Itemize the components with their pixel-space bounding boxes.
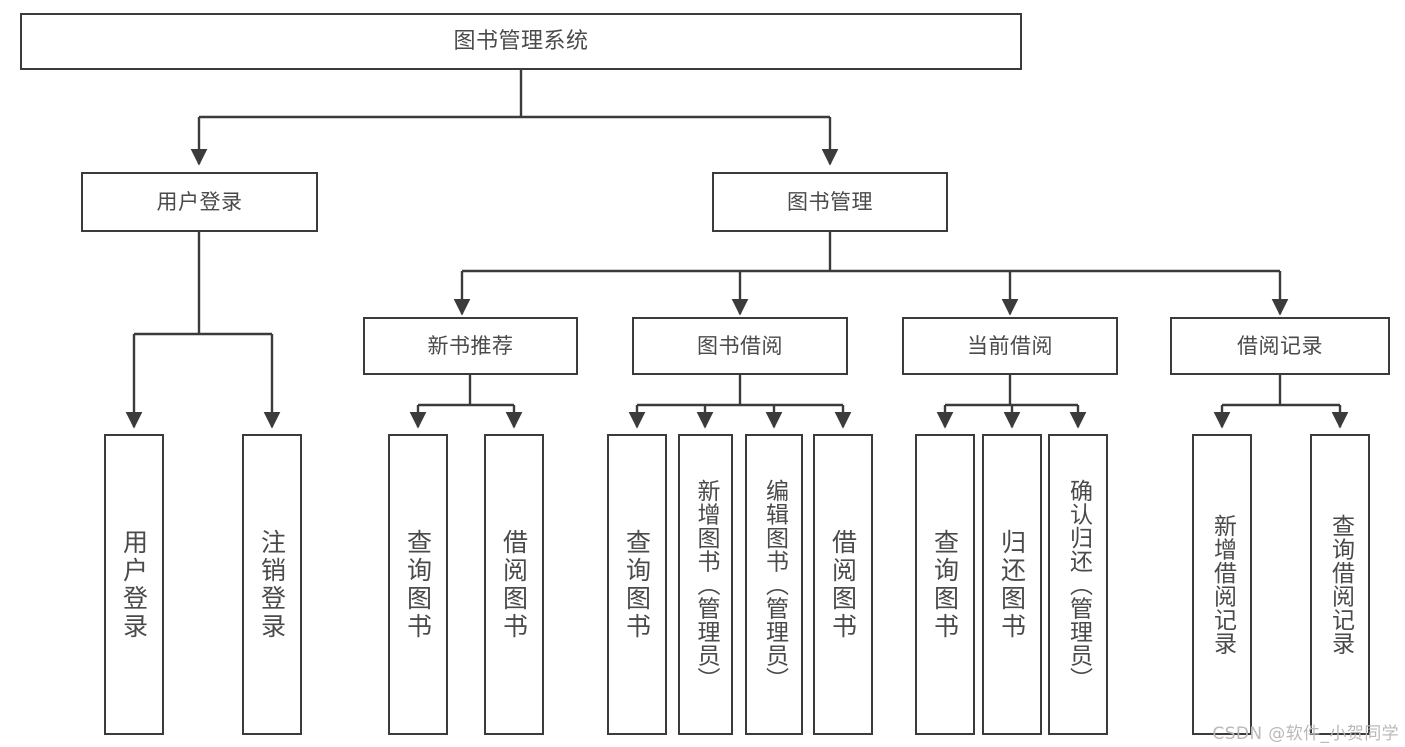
leaf-book-borrow-1[interactable]: 新增图书（管理员） xyxy=(678,434,733,735)
watermark-csdn: CSDN @软件_小贺同学 xyxy=(1212,724,1399,744)
node-label: 新增借阅记录 xyxy=(1209,514,1236,655)
leaf-current-borrow-0[interactable]: 查询图书 xyxy=(915,434,975,735)
node-label: 借阅图书 xyxy=(828,528,858,641)
node-label: 注销登录 xyxy=(257,528,287,641)
leaf-book-borrow-0[interactable]: 查询图书 xyxy=(607,434,667,735)
node-user-login[interactable]: 用户登录 xyxy=(81,172,318,232)
node-label: 查询图书 xyxy=(622,528,652,641)
node-label: 查询图书 xyxy=(403,528,433,641)
node-label: 借阅记录 xyxy=(1237,333,1323,358)
node-label: 借阅图书 xyxy=(499,528,529,641)
node-new-book-recommend[interactable]: 新书推荐 xyxy=(363,317,578,375)
leaf-borrow-records-1[interactable]: 查询借阅记录 xyxy=(1310,434,1370,735)
node-label: 新增图书（管理员） xyxy=(693,478,719,691)
node-current-borrow[interactable]: 当前借阅 xyxy=(902,317,1118,375)
leaf-new-book-recommend-1[interactable]: 借阅图书 xyxy=(484,434,544,735)
leaf-user-login-1[interactable]: 注销登录 xyxy=(242,434,302,735)
leaf-current-borrow-1[interactable]: 归还图书 xyxy=(982,434,1042,735)
leaf-current-borrow-2[interactable]: 确认归还（管理员） xyxy=(1048,434,1108,735)
node-label: 图书管理系统 xyxy=(453,28,589,54)
node-label: 确认归还（管理员） xyxy=(1065,478,1092,691)
node-label: 编辑图书（管理员） xyxy=(761,478,788,691)
node-label: 图书管理 xyxy=(787,189,873,214)
node-label: 用户登录 xyxy=(156,189,243,214)
node-book-management[interactable]: 图书管理 xyxy=(712,172,948,232)
node-book-borrow[interactable]: 图书借阅 xyxy=(632,317,848,375)
node-label: 用户登录 xyxy=(119,528,149,641)
leaf-new-book-recommend-0[interactable]: 查询图书 xyxy=(388,434,448,735)
node-label: 新书推荐 xyxy=(427,333,514,358)
leaf-borrow-records-0[interactable]: 新增借阅记录 xyxy=(1192,434,1252,735)
leaf-user-login-0[interactable]: 用户登录 xyxy=(104,434,164,735)
node-label: 归还图书 xyxy=(997,528,1027,641)
node-label: 查询图书 xyxy=(930,528,960,641)
leaf-book-borrow-3[interactable]: 借阅图书 xyxy=(813,434,873,735)
node-root-book-management-system[interactable]: 图书管理系统 xyxy=(20,13,1022,70)
node-label: 当前借阅 xyxy=(967,333,1053,358)
node-label: 图书借阅 xyxy=(697,333,783,358)
node-label: 查询借阅记录 xyxy=(1327,514,1354,655)
leaf-book-borrow-2[interactable]: 编辑图书（管理员） xyxy=(745,434,803,735)
node-borrow-records[interactable]: 借阅记录 xyxy=(1170,317,1390,375)
